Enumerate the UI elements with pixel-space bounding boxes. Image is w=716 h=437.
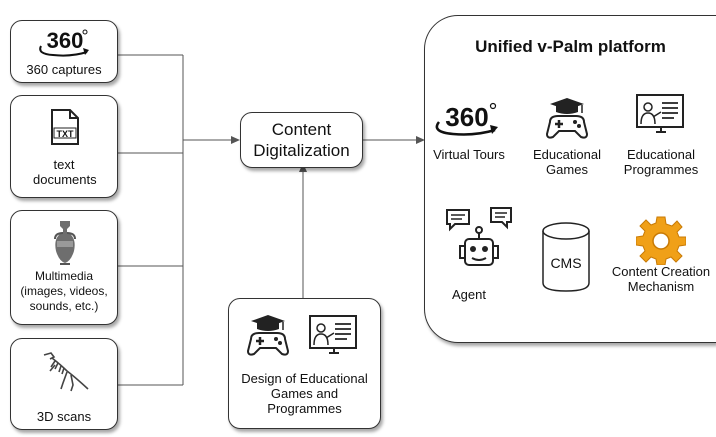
svg-text:CMS: CMS xyxy=(550,255,581,271)
source-label: 3D scans xyxy=(36,409,92,424)
database-icon: CMS xyxy=(542,222,590,292)
360-icon: 360 xyxy=(39,28,89,57)
source-360-captures: 360 360 captures xyxy=(10,20,118,83)
platform-item-label: Content Creation Mechanism xyxy=(611,264,711,294)
programme-board-icon xyxy=(636,94,684,133)
content-digitalization-box: Content Digitalization xyxy=(240,112,363,168)
design-box: Design of Educational Games and Programm… xyxy=(228,298,381,429)
svg-text:TXT: TXT xyxy=(57,129,75,139)
platform-box: Unified v-Palm platform 360 Virtual Tour… xyxy=(424,15,716,343)
platform-item-label: Educational Games xyxy=(533,147,601,177)
source-label: 360 captures xyxy=(26,62,102,77)
gamepad-graduate-icon xyxy=(246,315,290,356)
programme-board-icon xyxy=(309,315,357,354)
platform-title: Unified v-Palm platform xyxy=(475,37,666,56)
svg-text:360: 360 xyxy=(47,28,84,53)
source-label: text documents xyxy=(33,157,97,187)
gamepad-graduate-icon xyxy=(545,98,589,139)
arrowhead-digitalization xyxy=(231,136,240,144)
dinosaur-skeleton-icon xyxy=(43,352,89,392)
amphora-icon xyxy=(54,221,76,265)
source-text-documents: TXT text documents xyxy=(10,95,118,198)
source-3d-scans: 3D scans xyxy=(10,338,118,430)
source-multimedia: Multimedia (images, videos, sounds, etc.… xyxy=(10,210,118,325)
robot-chat-icon xyxy=(446,207,512,266)
platform-item-label: Virtual Tours xyxy=(433,147,505,162)
arrowhead-platform xyxy=(416,136,425,144)
source-label: Multimedia (images, videos, sounds, etc.… xyxy=(20,269,108,313)
txt-file-icon: TXT xyxy=(51,109,79,145)
platform-item-label: Educational Programmes xyxy=(623,147,699,177)
design-label: Design of Educational Games and Programm… xyxy=(241,371,368,416)
svg-text:360: 360 xyxy=(445,102,488,132)
360-icon: 360 xyxy=(435,102,498,136)
content-digitalization-label: Content Digitalization xyxy=(253,120,350,160)
platform-item-label: Agent xyxy=(452,287,486,302)
gear-icon xyxy=(636,216,686,265)
